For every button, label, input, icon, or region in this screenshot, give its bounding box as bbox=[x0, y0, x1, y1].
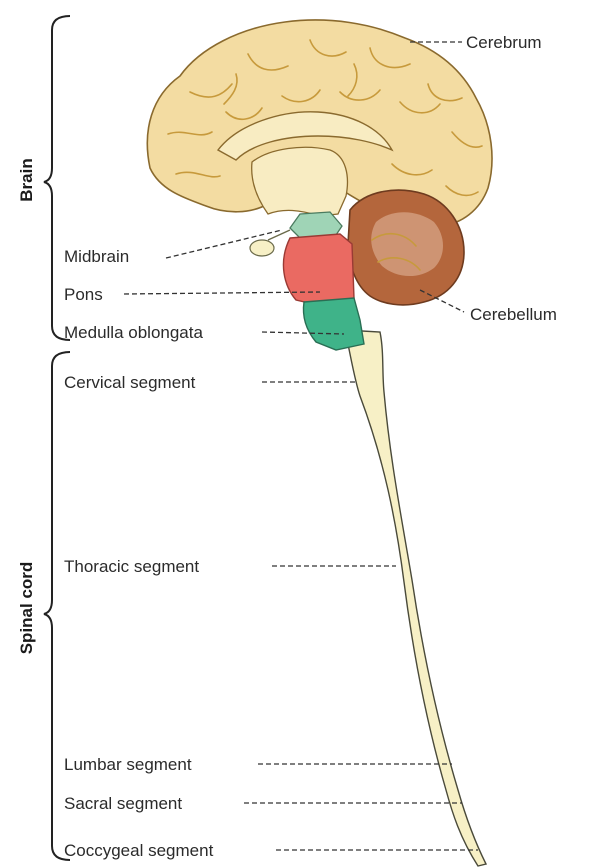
pineal-body bbox=[250, 240, 274, 256]
brain-group-label: Brain bbox=[17, 158, 36, 201]
coccygeal-label: Coccygeal segment bbox=[64, 841, 214, 860]
cerebellum-shape bbox=[348, 190, 464, 305]
medulla-shape bbox=[304, 298, 365, 350]
pituitary-stalk bbox=[268, 230, 290, 240]
spinal-cord-brace bbox=[44, 352, 70, 860]
diencephalon bbox=[252, 147, 348, 216]
cerebrum-label: Cerebrum bbox=[466, 33, 542, 52]
pons-shape bbox=[283, 234, 354, 306]
spinal-cord-shape bbox=[345, 330, 486, 866]
thoracic-label: Thoracic segment bbox=[64, 557, 199, 576]
cerebellum-label: Cerebellum bbox=[470, 305, 557, 324]
spinal-cord-group-label: Spinal cord bbox=[17, 562, 36, 655]
sacral-label: Sacral segment bbox=[64, 794, 182, 813]
midbrain-label: Midbrain bbox=[64, 247, 129, 266]
lumbar-label: Lumbar segment bbox=[64, 755, 192, 774]
cervical-label: Cervical segment bbox=[64, 373, 196, 392]
medulla-label: Medulla oblongata bbox=[64, 323, 203, 342]
pons-label: Pons bbox=[64, 285, 103, 304]
